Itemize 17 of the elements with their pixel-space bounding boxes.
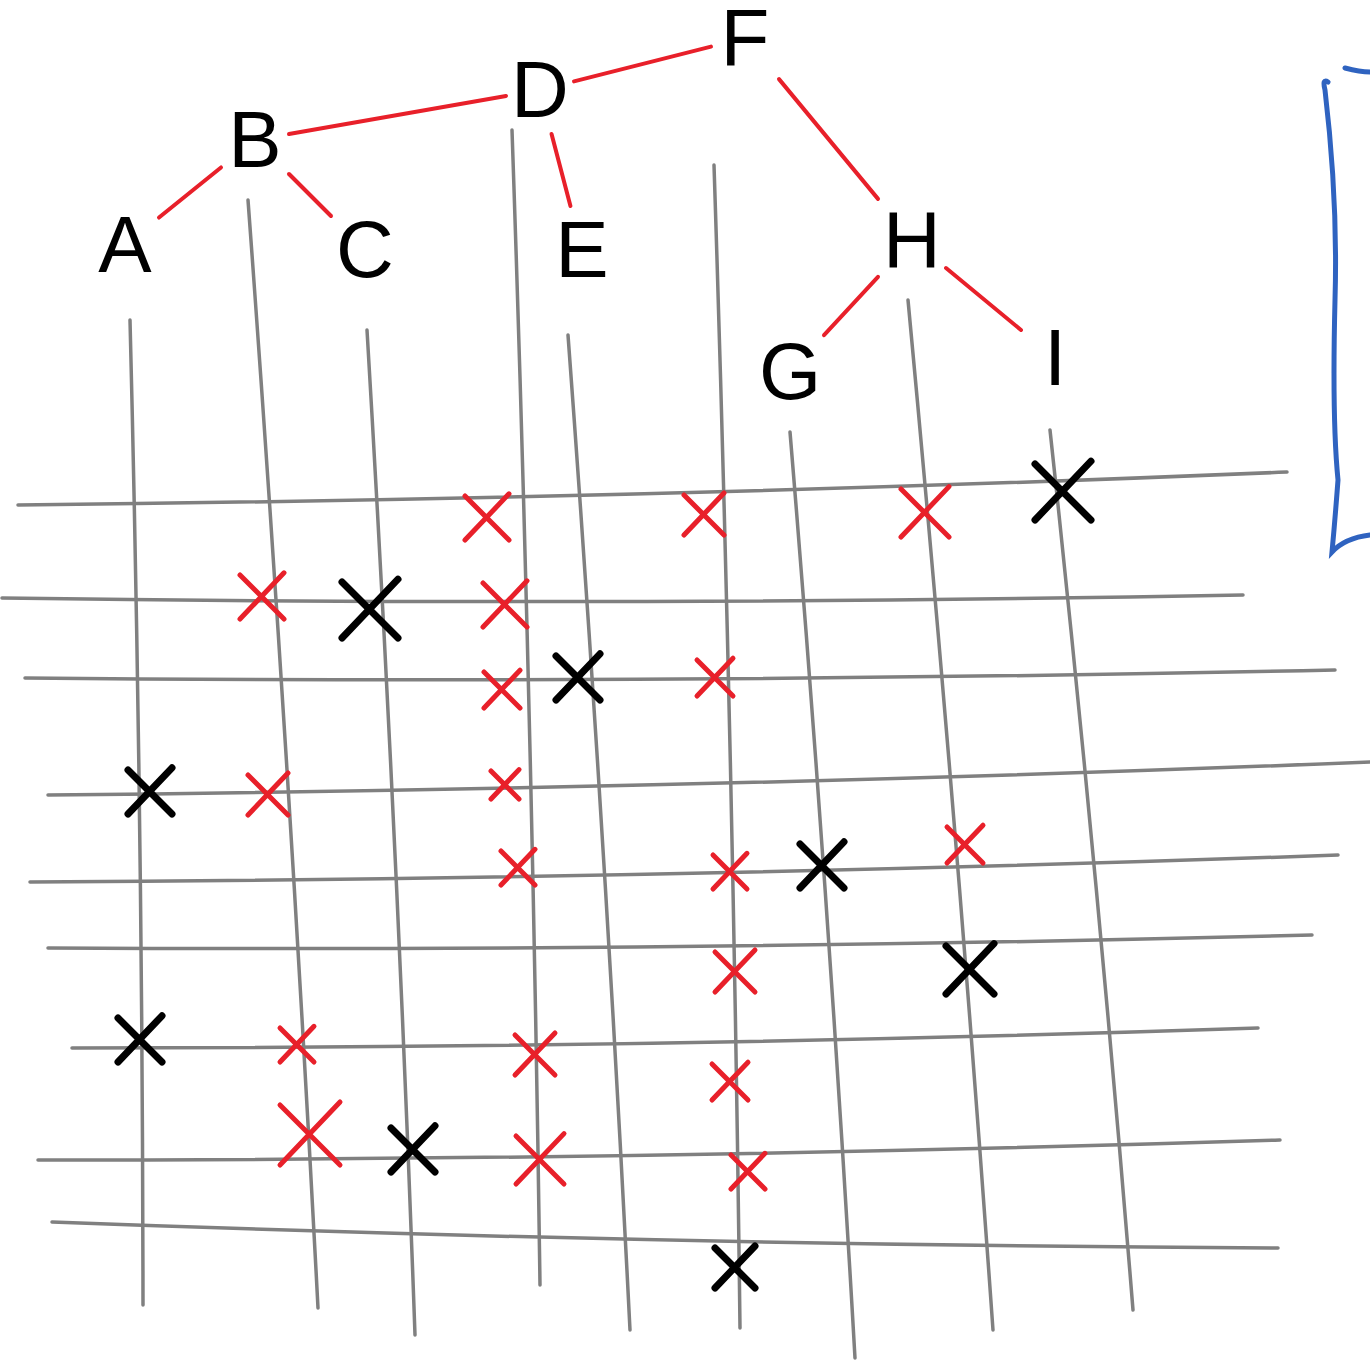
node-letter: H [883, 200, 941, 280]
tree-edge [287, 172, 333, 218]
tree-edge [157, 165, 223, 220]
tree-edge [549, 132, 573, 208]
tree-edge [944, 266, 1023, 332]
node-letter: C [336, 210, 394, 290]
tree-edge [777, 77, 880, 201]
node-letter: D [511, 50, 569, 130]
node-letter: G [758, 332, 822, 412]
node-letter: I [1043, 318, 1067, 398]
node-letter: E [555, 210, 609, 290]
node-letter: A [98, 205, 152, 285]
node-letter: F [720, 0, 770, 78]
tree-edge [287, 93, 508, 137]
tree-edge [822, 274, 880, 338]
node-letter: B [228, 100, 282, 180]
tree-edge [572, 44, 713, 84]
